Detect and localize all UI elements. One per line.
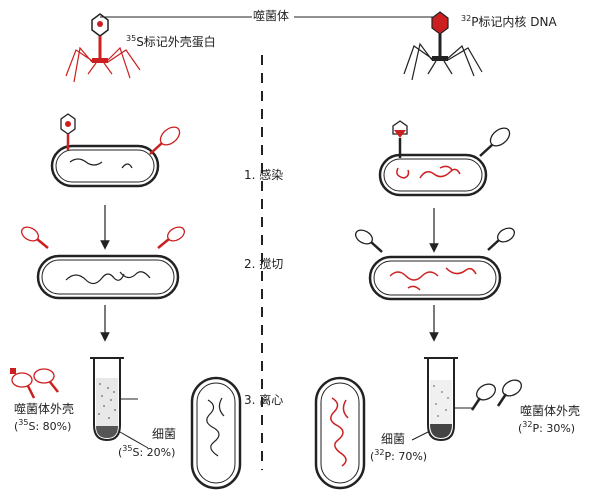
step-3-label: 3. 离心 [244,393,284,407]
infected-bacterium-right [378,120,511,197]
left-supernatant-pct: (35S: 80%) [14,418,72,434]
right-label: 32P标记内核 DNA [461,14,557,30]
left-pellet-pct: (35S: 20%) [118,444,176,460]
ghost-phages-right [470,379,522,411]
blended-bacterium-left [20,226,186,300]
ghost-phages-left [10,368,59,399]
step-2-label: 2. 搅切 [244,257,284,271]
left-label-text: S标记外壳蛋白 [136,35,216,49]
left-label-isotope: 35 [126,34,137,43]
right-supernatant-label: 噬菌体外壳 [520,404,581,418]
left-supernatant-label: 噬菌体外壳 [14,402,75,416]
title-label: 噬菌体 [253,9,290,23]
blended-bacterium-right [354,227,516,301]
right-pellet-pct: (32P: 70%) [370,448,428,464]
right-label-isotope: 32 [461,14,472,23]
right-supernatant-pct: (32P: 30%) [518,420,576,436]
bacterium-vertical-left [190,376,242,490]
test-tube-left [90,357,149,449]
bacterium-vertical-right [314,376,366,490]
infected-bacterium-left [50,113,181,188]
test-tube-right [411,357,472,442]
left-label: 35S标记外壳蛋白 [126,34,216,50]
right-pellet-label: 细菌 [381,432,406,446]
phage-32p-icon [403,11,483,81]
right-label-text: P标记内核 DNA [471,15,557,29]
left-pellet-label: 细菌 [152,427,177,441]
phage-35s-icon [65,13,141,83]
step-1-label: 1. 感染 [244,168,284,182]
